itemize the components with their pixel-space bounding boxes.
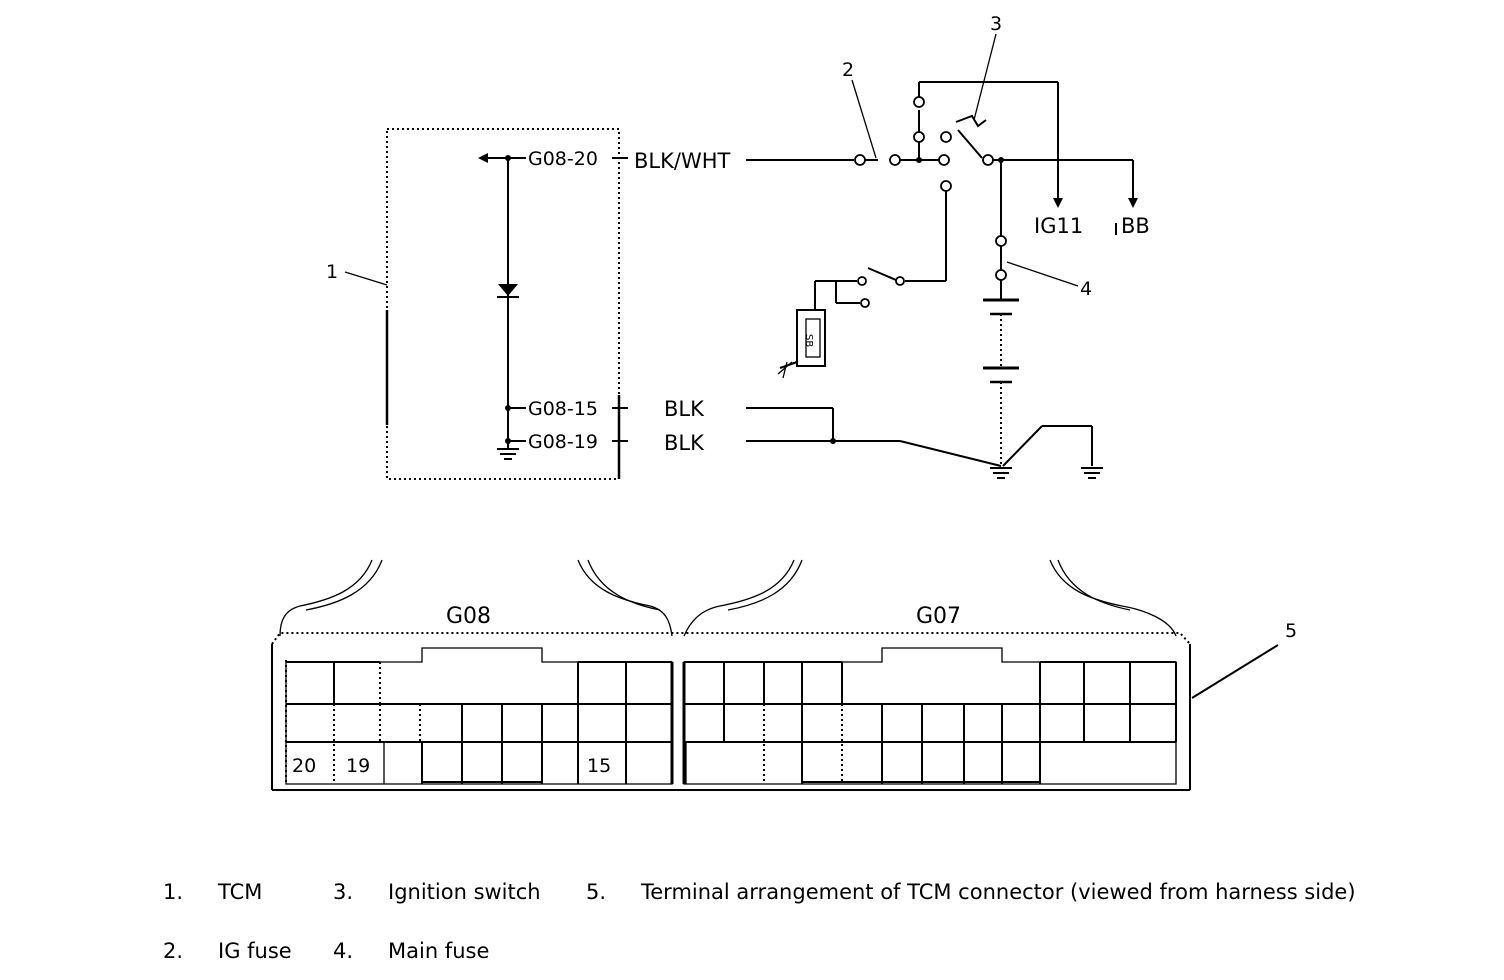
legend-num-4: 4. xyxy=(333,939,353,963)
wiring: BLK/WHT IG11 BB xyxy=(634,81,1150,479)
terminal-19: 19 xyxy=(346,755,370,777)
output-label-ig11: IG11 xyxy=(1034,214,1083,238)
tcm-connector: G08 G07 20 xyxy=(271,559,1191,791)
callout-2: 2 xyxy=(842,59,854,81)
callout-5: 5 xyxy=(1285,620,1297,642)
svg-text:SB: SB xyxy=(803,334,814,347)
ground-icon xyxy=(990,467,1012,479)
callout-2-leader xyxy=(851,79,877,159)
ignition-switch-blade xyxy=(955,114,987,128)
legend-text-5: Terminal arrangement of TCM connector (v… xyxy=(640,880,1356,904)
starter-motor-icon xyxy=(796,309,826,367)
callout-3-leader xyxy=(973,33,997,121)
legend-text-1: TCM xyxy=(217,880,262,904)
legend-num-1: 1. xyxy=(163,880,183,904)
wire-label-blk-15: BLK xyxy=(664,397,705,421)
arrow-left-icon xyxy=(478,153,488,163)
wire-label-blk-wht: BLK/WHT xyxy=(634,149,731,173)
connector-g08: 20 19 15 xyxy=(285,647,674,785)
legend: 1. TCM 3. Ignition switch 5. Terminal ar… xyxy=(163,880,1356,963)
pin-label-g08-19: G08-19 xyxy=(528,431,598,453)
terminal-20: 20 xyxy=(292,755,316,777)
callout-1-leader xyxy=(344,271,388,286)
connector-label-g07: G07 xyxy=(916,604,961,629)
battery-icon xyxy=(983,298,1019,384)
diode-icon xyxy=(498,284,518,296)
ground-icon xyxy=(777,361,798,379)
callout-5-leader xyxy=(1191,644,1279,699)
connector-label-g08: G08 xyxy=(446,604,491,629)
pin-label-g08-20: G08-20 xyxy=(528,148,598,170)
terminal-15: 15 xyxy=(587,755,611,777)
pin-label-g08-15: G08-15 xyxy=(528,398,598,420)
callout-1: 1 xyxy=(326,261,338,283)
tcm-unit: G08-20 G08-15 G08-19 xyxy=(385,128,628,480)
ig-fuse-terminal xyxy=(854,154,866,166)
legend-num-3: 3. xyxy=(333,880,353,904)
legend-text-3: Ignition switch xyxy=(388,880,541,904)
ground-icon xyxy=(1081,467,1103,479)
arrow-down-icon xyxy=(1128,198,1138,208)
arrow-down-icon xyxy=(1053,198,1063,208)
main-fuse-terminal xyxy=(995,235,1007,247)
callout-4-leader xyxy=(1006,261,1079,287)
callout-4: 4 xyxy=(1080,278,1092,300)
connector-g07 xyxy=(682,647,1177,785)
tcm-outline xyxy=(386,128,620,480)
starter-switch-blade xyxy=(867,267,897,281)
legend-text-4: Main fuse xyxy=(388,939,489,963)
legend-text-2: IG fuse xyxy=(218,939,292,963)
callout-3: 3 xyxy=(990,13,1002,35)
connector-housing xyxy=(271,632,1191,791)
output-label-bb: BB xyxy=(1121,214,1150,238)
ground-icon xyxy=(497,441,519,460)
wire-label-blk-19: BLK xyxy=(664,431,705,455)
legend-num-2: 2. xyxy=(163,939,183,963)
legend-num-5: 5. xyxy=(586,880,606,904)
